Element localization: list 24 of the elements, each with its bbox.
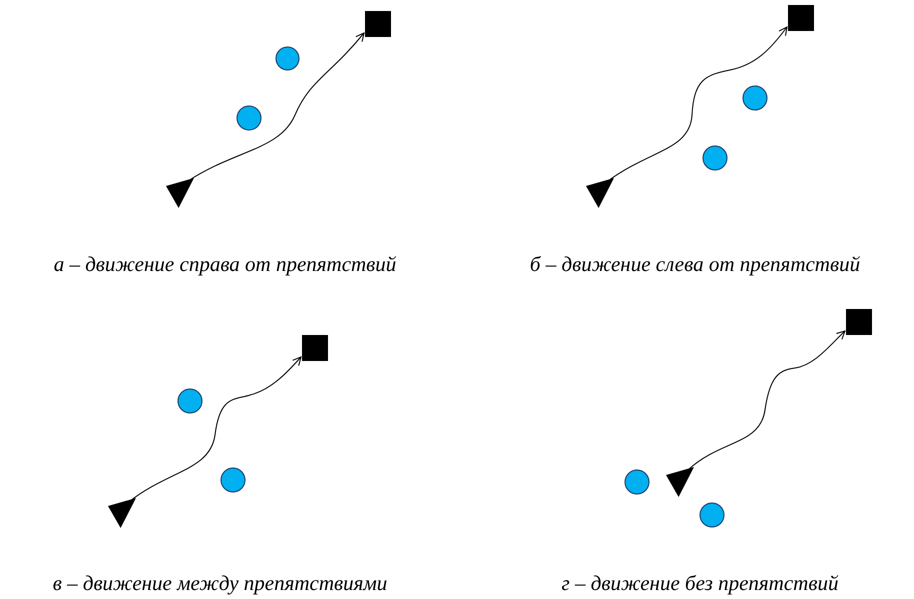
square-marker [302, 335, 328, 361]
curved-arrow [688, 330, 846, 470]
curved-arrow [188, 32, 364, 182]
caption: а – движение справа от препятствий [54, 252, 396, 277]
circle-marker [275, 46, 300, 71]
curved-arrow [130, 356, 302, 502]
triangle-marker [586, 178, 614, 208]
square-marker [846, 309, 872, 335]
circle-marker [220, 467, 246, 493]
square-marker [788, 5, 814, 31]
curved-arrow [608, 26, 788, 182]
triangle-marker [166, 178, 194, 208]
triangle-marker [108, 498, 136, 528]
circle-marker [742, 85, 768, 111]
circle-marker [702, 145, 728, 171]
circle-marker [624, 469, 650, 495]
circle-marker [177, 388, 203, 414]
square-marker [365, 11, 391, 37]
triangle-marker [666, 467, 694, 497]
circle-marker [236, 105, 262, 131]
caption: г – движение без препятствий [562, 571, 838, 596]
caption: в – движение между препятствиями [52, 571, 388, 596]
caption: б – движение слева от препятствий [530, 252, 860, 277]
circle-marker [699, 502, 725, 528]
